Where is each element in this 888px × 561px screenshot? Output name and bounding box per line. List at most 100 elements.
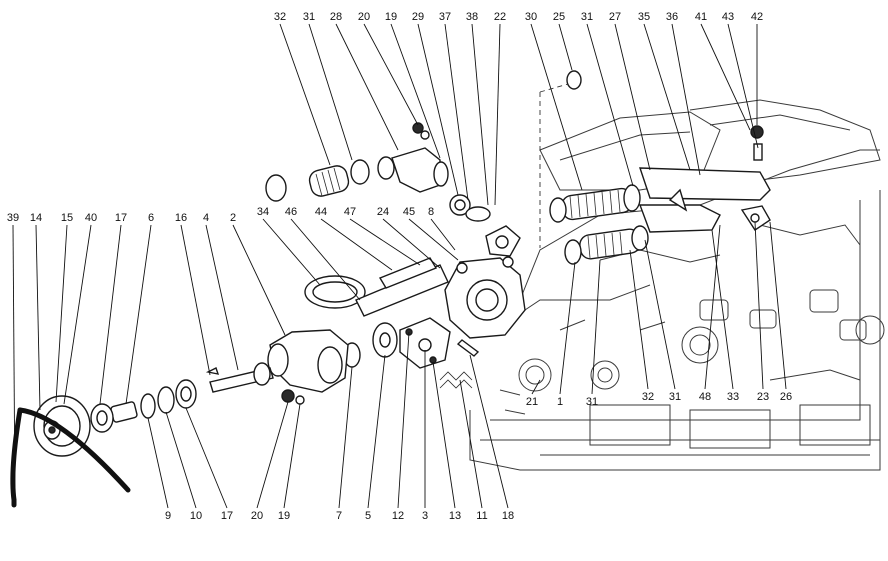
callout-label-46: 46 [285, 206, 297, 218]
callout-label-27: 27 [609, 11, 621, 23]
callout-label-40: 40 [85, 212, 97, 224]
upper-coolant-hoses [265, 70, 771, 265]
callout-label-31: 31 [303, 11, 315, 23]
callout-leader-31 [591, 259, 601, 395]
callout-leader-35 [643, 23, 691, 171]
callout-label-13: 13 [449, 510, 461, 522]
callout-leader-2 [232, 224, 286, 336]
callout-leader-26 [769, 221, 787, 390]
callout-label-42: 42 [751, 11, 763, 23]
callout-leader-17 [185, 407, 228, 509]
callout-leader-23 [754, 221, 764, 390]
callout-label-25: 25 [553, 11, 565, 23]
callout-leader-32 [629, 249, 649, 390]
callout-leader-43 [727, 23, 759, 149]
callout-label-8: 8 [428, 206, 434, 218]
callout-label-31: 31 [586, 396, 598, 408]
callout-label-31: 31 [669, 391, 681, 403]
callout-leader-10 [165, 411, 197, 509]
callout-leader-29 [417, 23, 459, 196]
callout-leader-27 [614, 23, 651, 171]
callout-label-32: 32 [274, 11, 286, 23]
callout-label-32: 32 [642, 391, 654, 403]
callout-leader-20 [363, 23, 419, 126]
callout-leader-12 [397, 331, 410, 509]
callout-leader-40 [63, 224, 92, 405]
callout-leader-31 [644, 239, 676, 390]
callout-leader-31 [308, 23, 353, 161]
callout-leader-33 [711, 229, 734, 390]
callout-leader-32 [279, 23, 331, 166]
callout-label-14: 14 [30, 212, 42, 224]
callout-leader-13 [432, 361, 456, 509]
callout-label-19: 19 [385, 11, 397, 23]
callout-label-28: 28 [330, 11, 342, 23]
callouts-left-row: 39 14 15 40 17 6 16 4 2 [7, 212, 286, 501]
callout-leader-47 [349, 218, 421, 266]
callout-label-22: 22 [494, 11, 506, 23]
callout-label-10: 10 [190, 510, 202, 522]
callout-label-45: 45 [403, 206, 415, 218]
callout-label-2: 2 [230, 212, 236, 224]
callout-label-39: 39 [7, 212, 19, 224]
callout-label-24: 24 [377, 206, 389, 218]
callout-label-37: 37 [439, 11, 451, 23]
callout-leader-8 [430, 218, 456, 251]
callout-leader-37 [444, 23, 469, 201]
callout-label-17: 17 [115, 212, 127, 224]
callout-leader-25 [558, 23, 573, 71]
callout-label-7: 7 [336, 510, 342, 522]
callout-label-16: 16 [175, 212, 187, 224]
callout-leader-34 [262, 218, 321, 286]
callout-label-26: 26 [780, 391, 792, 403]
callout-label-4: 4 [203, 212, 209, 224]
callout-leader-11 [459, 379, 483, 509]
callout-leader-24 [382, 218, 441, 269]
callout-label-34: 34 [257, 206, 269, 218]
callout-leader-30 [530, 23, 583, 191]
callout-leader-20 [256, 401, 289, 509]
callout-leader-31 [586, 23, 634, 187]
callout-label-12: 12 [392, 510, 404, 522]
callout-leader-16 [180, 224, 211, 376]
callout-label-44: 44 [315, 206, 327, 218]
callout-label-38: 38 [466, 11, 478, 23]
callouts-mid-row: 34 46 44 47 24 45 8 [257, 206, 459, 301]
callout-label-17: 17 [221, 510, 233, 522]
callout-label-3: 3 [422, 510, 428, 522]
callout-label-48: 48 [699, 391, 711, 403]
engine-block-drawing [469, 83, 885, 471]
callout-label-5: 5 [365, 510, 371, 522]
callout-leader-5 [367, 354, 386, 509]
callout-leader-4 [205, 224, 239, 371]
callout-leader-15 [55, 224, 68, 403]
callout-label-19: 19 [278, 510, 290, 522]
callout-label-18: 18 [502, 510, 514, 522]
callout-label-15: 15 [61, 212, 73, 224]
callout-leader-19 [283, 403, 301, 509]
callout-label-33: 33 [727, 391, 739, 403]
callout-leader-6 [125, 224, 152, 405]
callout-leader-48 [704, 224, 721, 390]
callout-label-6: 6 [148, 212, 154, 224]
callout-leader-28 [335, 23, 399, 151]
pump-body-assembly [90, 256, 526, 433]
callout-label-21: 21 [526, 396, 538, 408]
callout-leader-14 [35, 224, 41, 411]
callout-label-11: 11 [476, 510, 487, 522]
callout-leader-45 [408, 218, 459, 261]
callout-leader-9 [147, 417, 169, 509]
callout-leader-1 [559, 261, 576, 395]
callout-label-43: 43 [722, 11, 734, 23]
callout-label-20: 20 [251, 510, 263, 522]
pulley-and-belt [10, 395, 131, 508]
callout-leader-17 [99, 224, 122, 405]
callout-leader-36 [671, 23, 701, 176]
callout-leader-41 [700, 23, 751, 131]
callout-label-47: 47 [344, 206, 356, 218]
callout-leader-39 [12, 224, 16, 501]
callout-label-30: 30 [525, 11, 537, 23]
